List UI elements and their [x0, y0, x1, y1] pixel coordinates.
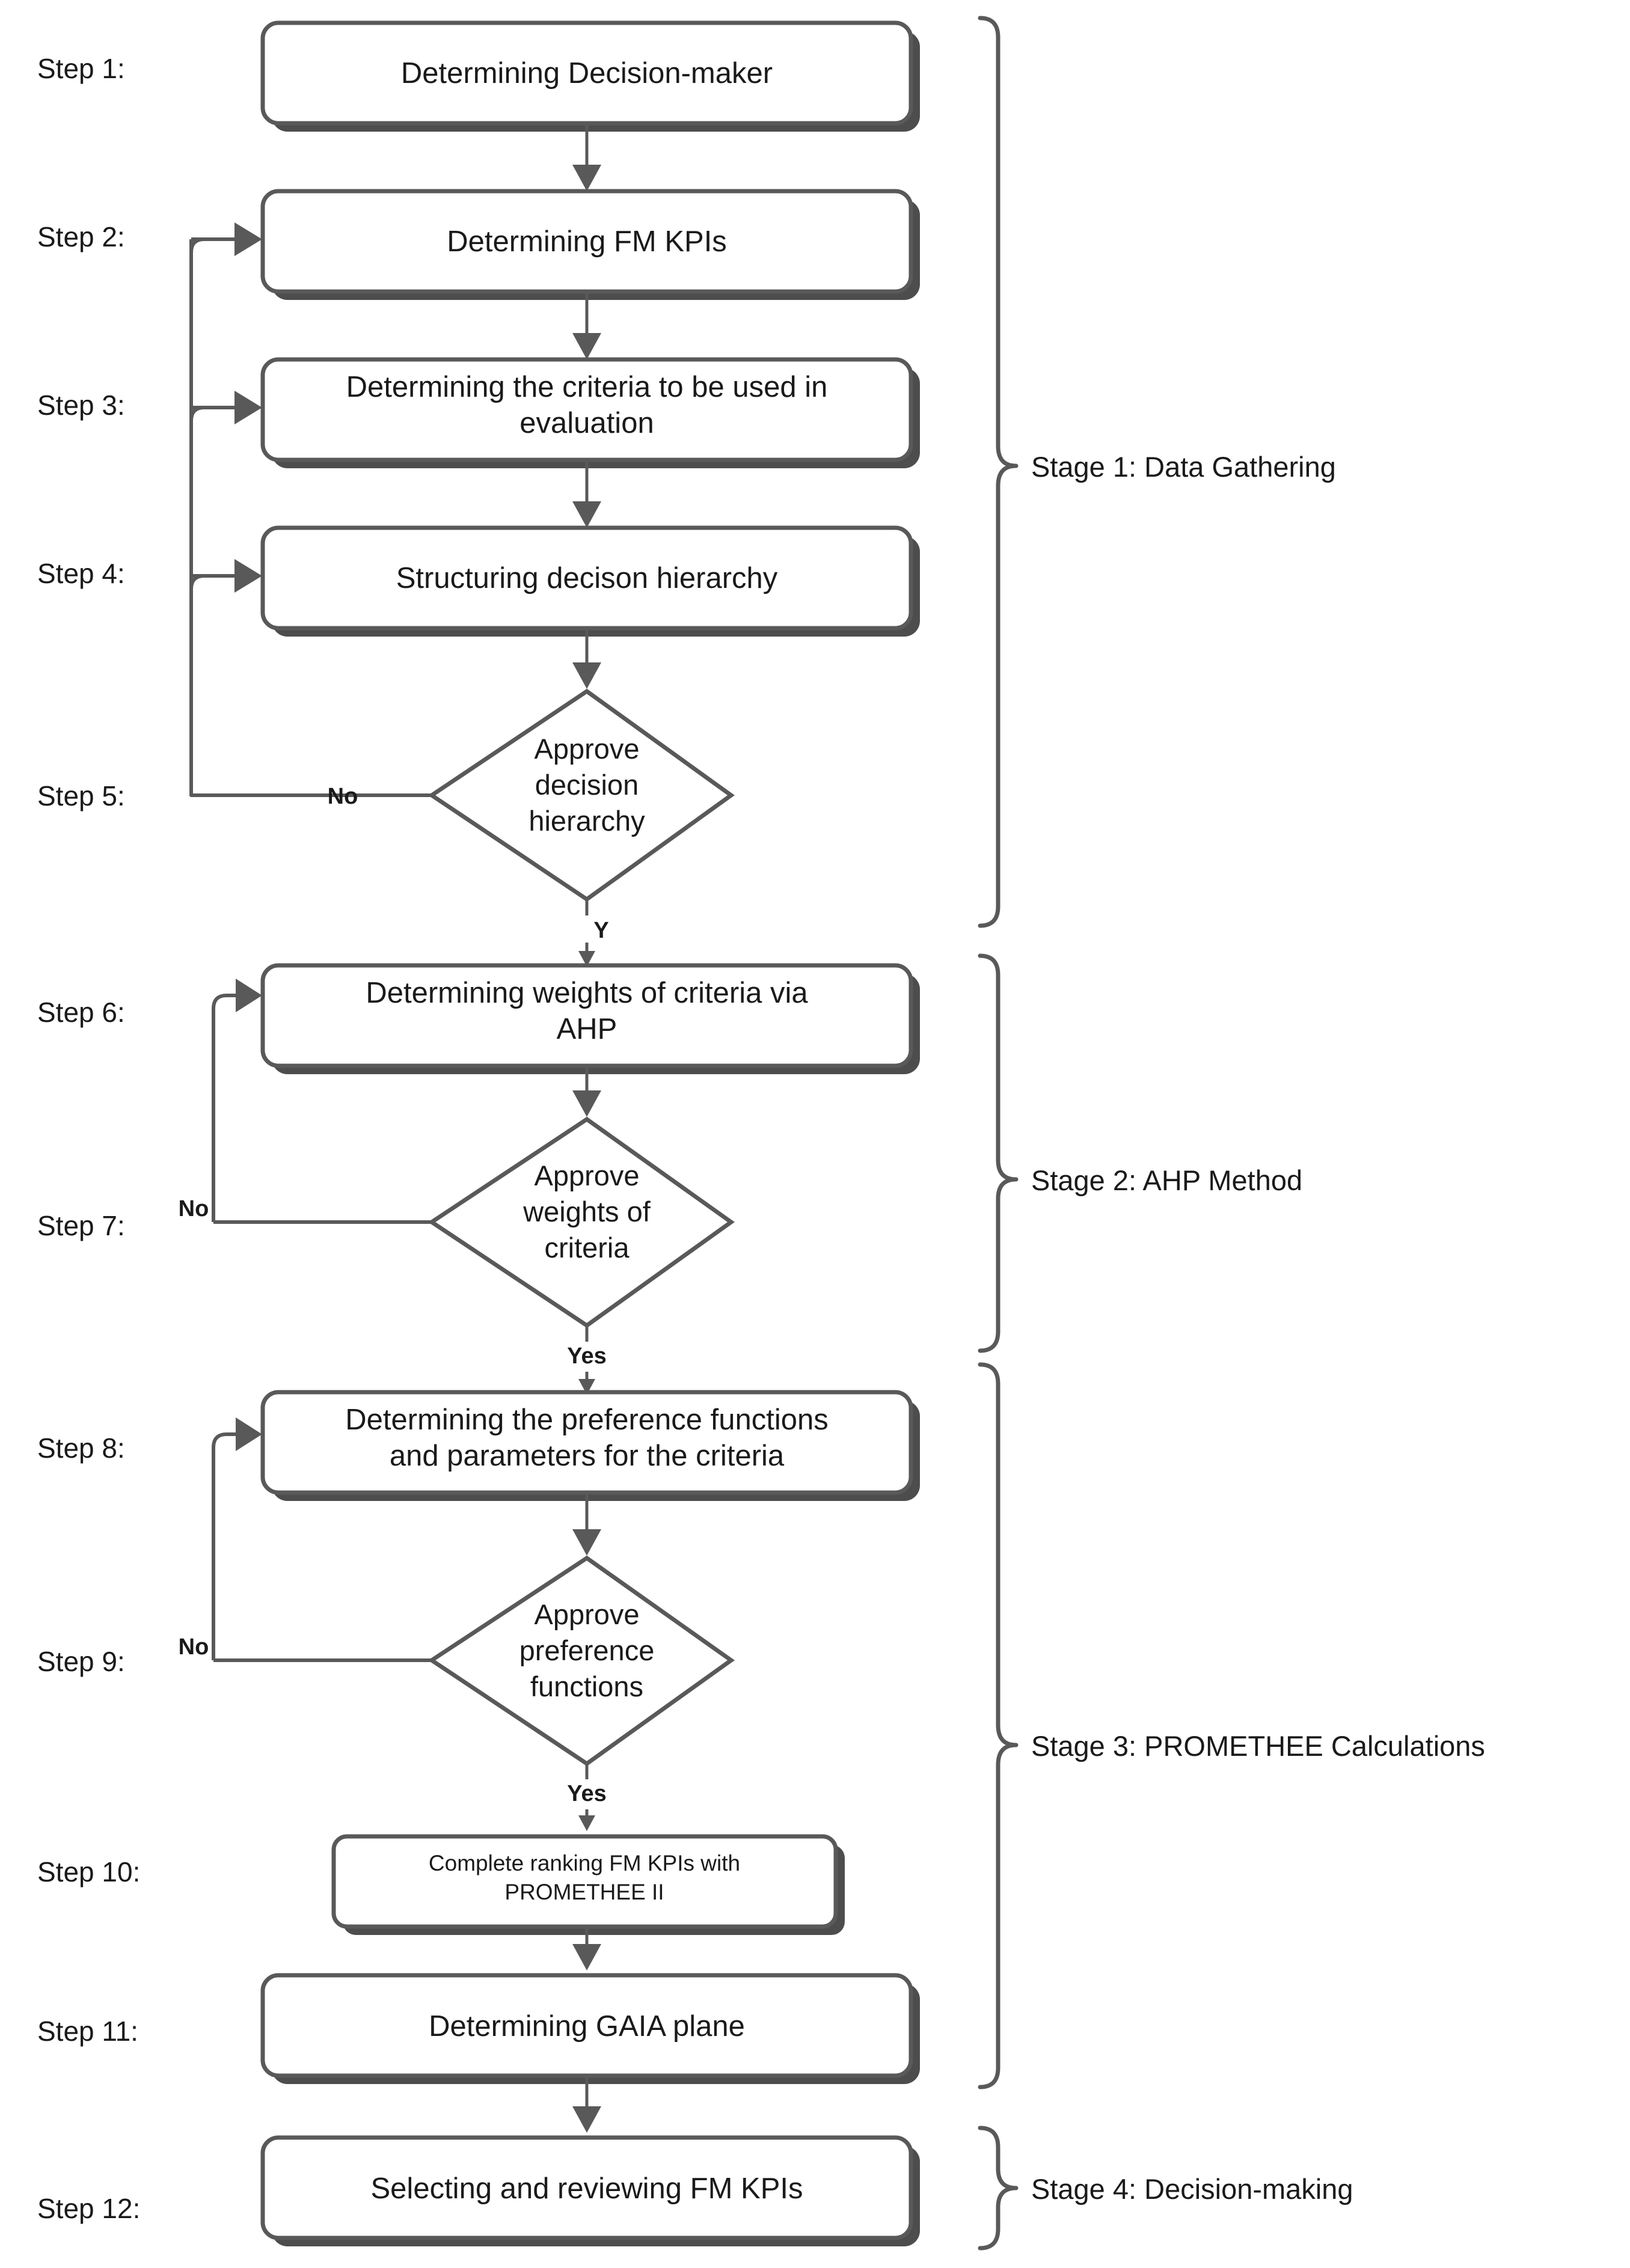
- node-determining-preference-functions[interactable]: Determining the preference functions and…: [260, 1390, 920, 1501]
- arrowhead-node-11-to-12: [572, 2106, 601, 2133]
- node-determining-fm-kpis[interactable]: Determining FM KPIs: [260, 189, 920, 300]
- node-8-line-2: and parameters for the criteria: [390, 1440, 785, 1472]
- node-9-line-1: Approve: [534, 1598, 639, 1630]
- branch-label-7-yes: Yes: [567, 1343, 607, 1369]
- arrowhead-node-9-to-10: [578, 1815, 595, 1831]
- arrowhead-to-node-8: [236, 1417, 262, 1451]
- connector-3-to-4: [572, 460, 601, 528]
- node-10-line-2: PROMETHEE II: [504, 1880, 664, 1904]
- stage-bracket-2: [978, 953, 1019, 1353]
- node-10-line-1: Complete ranking FM KPIs with: [429, 1851, 740, 1875]
- node-5-line-1: Approve: [534, 733, 639, 765]
- branch-label-7-no: No: [179, 1196, 209, 1221]
- stage-bracket-4: [978, 2126, 1019, 2251]
- arrowhead-to-node-2: [234, 222, 262, 256]
- node-approve-decision-hierarchy[interactable]: Approve decision hierarchy: [427, 688, 735, 902]
- branch-label-5-yes: Y: [593, 918, 608, 943]
- connector-7-to-8: [578, 1325, 595, 1395]
- arrowhead-node-2-to-3: [572, 333, 601, 359]
- node-3-line-2: evaluation: [519, 407, 654, 439]
- stage-bracket-3: [978, 1362, 1019, 2089]
- connector-8-to-9: [572, 1493, 601, 1556]
- node-determining-decision-maker[interactable]: Determining Decision-maker: [260, 20, 920, 132]
- step-label-6: Step 6:: [37, 997, 125, 1028]
- arrowhead-node-10-to-11: [572, 1944, 601, 1970]
- node-1-line-1: Determining Decision-maker: [401, 57, 773, 90]
- stage-label-4: Stage 4: Decision-making: [1031, 2173, 1353, 2205]
- node-determining-weights-ahp[interactable]: Determining weights of criteria via AHP: [260, 963, 920, 1074]
- node-determining-gaia-plane[interactable]: Determining GAIA plane: [260, 1973, 920, 2084]
- arrowhead-to-node-3: [234, 391, 262, 424]
- arrowhead-node-4-to-5: [572, 662, 601, 689]
- node-4-line-1: Structuring decison hierarchy: [396, 562, 778, 595]
- node-12-line-1: Selecting and reviewing FM KPIs: [371, 2172, 803, 2205]
- arrowhead-to-node-4: [234, 559, 262, 593]
- step-label-10: Step 10:: [37, 1856, 140, 1887]
- stage-label-1: Stage 1: Data Gathering: [1031, 451, 1336, 483]
- node-7-line-1: Approve: [534, 1160, 639, 1191]
- step-label-11: Step 11:: [37, 2016, 138, 2047]
- arrowhead-node-6-to-7: [572, 1090, 601, 1117]
- connector-1-to-2: [572, 123, 601, 191]
- node-3-line-1: Determining the criteria to be used in: [346, 371, 828, 403]
- arrowhead-node-8-to-9: [572, 1529, 601, 1556]
- stage-label-3: Stage 3: PROMETHEE Calculations: [1031, 1730, 1485, 1762]
- step-label-8: Step 8:: [37, 1432, 125, 1464]
- loopback-stage1: [189, 222, 432, 797]
- node-9-line-2: preference: [519, 1634, 655, 1666]
- node-5-line-3: hierarchy: [529, 805, 645, 837]
- branch-label-9-yes: Yes: [567, 1781, 607, 1806]
- node-7-line-3: criteria: [544, 1232, 630, 1264]
- branch-label-5-no: No: [328, 784, 358, 809]
- arrowhead-node-1-to-2: [572, 165, 601, 191]
- arrowhead-to-node-6: [236, 979, 262, 1012]
- step-label-7: Step 7:: [37, 1210, 125, 1241]
- node-2-line-1: Determining FM KPIs: [447, 225, 727, 258]
- step-label-2: Step 2:: [37, 221, 125, 252]
- step-label-9: Step 9:: [37, 1646, 125, 1677]
- node-6-line-2: AHP: [557, 1013, 617, 1045]
- node-8-line-1: Determining the preference functions: [345, 1404, 829, 1436]
- branch-label-9-no: No: [179, 1634, 209, 1660]
- node-selecting-reviewing-fm-kpis[interactable]: Selecting and reviewing FM KPIs: [260, 2135, 920, 2246]
- step-label-5: Step 5:: [37, 780, 125, 812]
- connector-5-to-6: [578, 899, 595, 967]
- node-complete-ranking-promethee[interactable]: Complete ranking FM KPIs with PROMETHEE …: [331, 1834, 845, 1935]
- connector-9-to-10: [578, 1764, 595, 1831]
- arrowhead-node-7-to-8: [578, 1379, 595, 1395]
- connector-2-to-3: [572, 292, 601, 359]
- node-5-line-2: decision: [535, 769, 639, 801]
- loopback-stage3: [212, 1417, 432, 1662]
- connector-6-to-7: [572, 1066, 601, 1117]
- node-approve-preference-functions[interactable]: Approve preference functions: [427, 1555, 735, 1767]
- step-label-1: Step 1:: [37, 53, 125, 84]
- arrowhead-node-3-to-4: [572, 501, 601, 528]
- node-11-line-1: Determining GAIA plane: [429, 2010, 745, 2043]
- node-approve-weights-of-criteria[interactable]: Approve weights of criteria: [427, 1116, 735, 1328]
- node-structuring-decision-hierarchy[interactable]: Structuring decison hierarchy: [260, 525, 920, 637]
- step-label-3: Step 3:: [37, 390, 125, 421]
- connector-11-to-12: [572, 2076, 601, 2133]
- arrowhead-node-5-to-6: [578, 951, 595, 967]
- stage-label-2: Stage 2: AHP Method: [1031, 1164, 1302, 1196]
- connector-10-to-11: [572, 1927, 601, 1970]
- stage-bracket-1: [978, 16, 1019, 928]
- node-7-line-2: weights of: [522, 1196, 651, 1227]
- step-label-12: Step 12:: [37, 2193, 140, 2224]
- node-determining-criteria[interactable]: Determining the criteria to be used in e…: [260, 357, 920, 468]
- loopback-stage2: [212, 979, 432, 1224]
- step-label-4: Step 4:: [37, 558, 125, 589]
- node-9-line-3: functions: [530, 1670, 643, 1702]
- node-6-line-1: Determining weights of criteria via: [366, 977, 808, 1009]
- connector-4-to-5: [572, 628, 601, 689]
